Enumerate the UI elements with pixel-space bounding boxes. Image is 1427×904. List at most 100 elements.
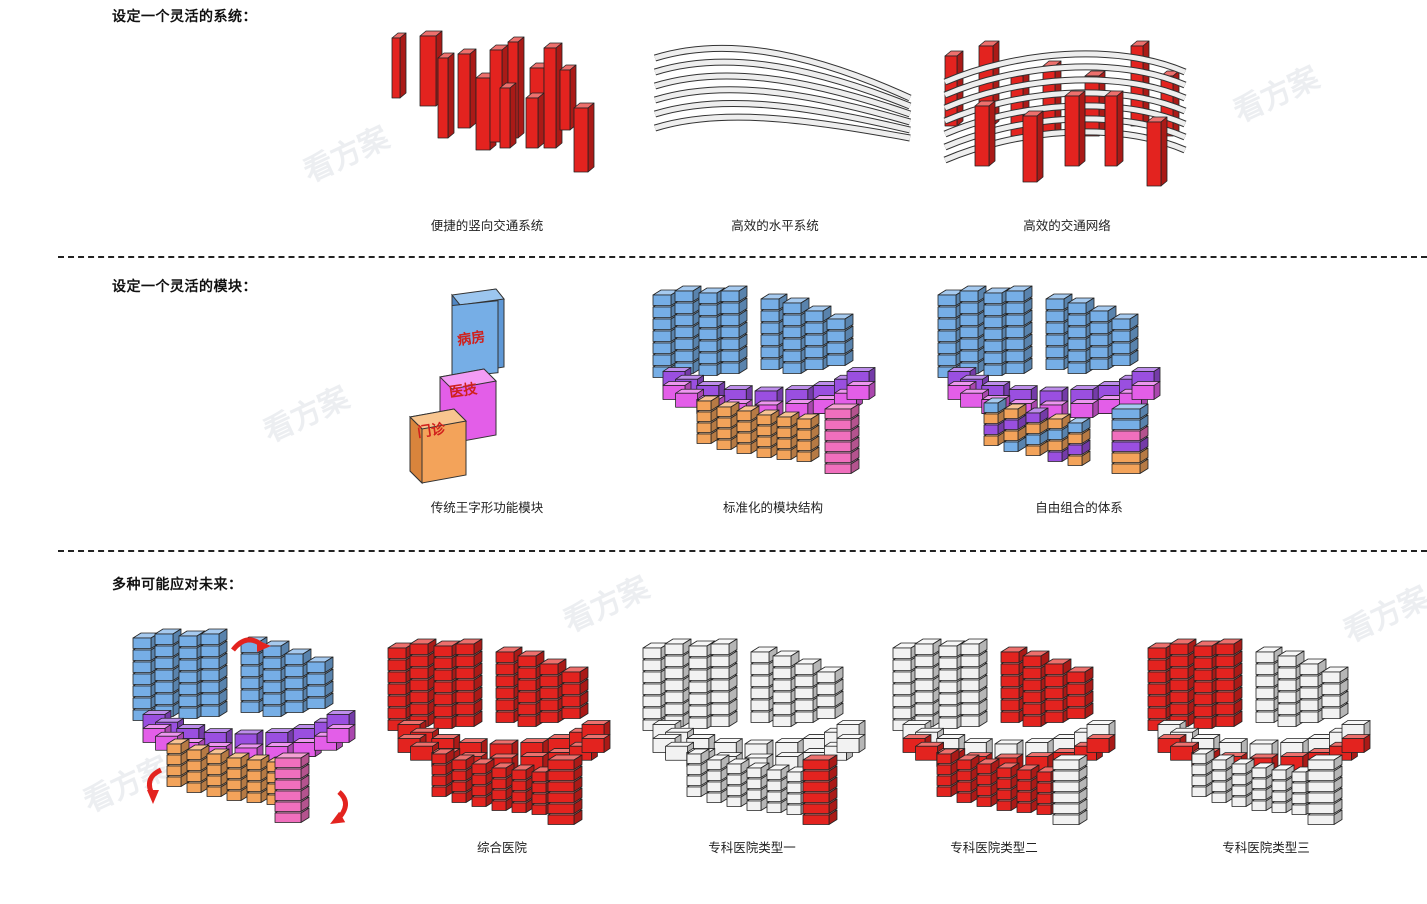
ward-module-front (387, 695, 407, 707)
ward-module-front (959, 338, 979, 350)
core-shaft-front (974, 105, 990, 167)
ward-module-front (1299, 699, 1319, 711)
outpatient-module-front (166, 743, 182, 754)
ward-module-front (710, 643, 730, 655)
ward-module-front (1147, 671, 1167, 683)
ward-module-front (698, 352, 718, 364)
ward-module-front (200, 669, 220, 681)
ward-module-front (200, 645, 220, 657)
outpatient-module-front (756, 414, 772, 425)
outpatient-module-front (186, 760, 202, 771)
ward-module-front (698, 328, 718, 340)
outpatient-module-front (936, 775, 952, 786)
ward-module-front (1277, 703, 1297, 715)
ward-module-front (200, 657, 220, 669)
ward-module-front (1321, 707, 1341, 719)
ward-module-front (306, 673, 326, 685)
side-module-front (547, 814, 575, 825)
side-module-front (547, 770, 575, 781)
core-shaft-side (1054, 60, 1062, 137)
side-module-front (1111, 408, 1141, 419)
ward-module-front (642, 671, 662, 683)
ward-module-front (154, 633, 174, 645)
core-shaft-side (399, 32, 407, 99)
ward-module-front (750, 651, 770, 663)
ward-module-front (772, 655, 792, 667)
ward-module-front (664, 643, 684, 655)
circulation-network-diagram (943, 40, 1187, 187)
ward-module-front (433, 705, 453, 717)
outpatient-module-front (1036, 804, 1052, 815)
ward-module-front (959, 314, 979, 326)
mixed-module-front (1025, 434, 1041, 445)
ward-module-front (688, 645, 708, 657)
outpatient-module-front (491, 778, 507, 789)
ward-module-front (132, 697, 152, 709)
outpatient-module-front (776, 449, 792, 460)
outpatient-module-front (786, 804, 802, 815)
ward-module-front (262, 705, 282, 717)
outpatient-module-front (1251, 800, 1267, 811)
outpatient-module-front (976, 763, 992, 774)
medtech-module-front (326, 728, 350, 743)
ward-module-front (983, 328, 1003, 340)
ward-module-front (688, 717, 708, 729)
outpatient-module-front (531, 793, 547, 804)
ward-module-front (959, 302, 979, 314)
ward-module-front (1277, 655, 1297, 667)
ward-module-front (652, 342, 672, 354)
ward-module-front (892, 707, 912, 719)
outpatient-module-front (1251, 789, 1267, 800)
ward-module-front (178, 647, 198, 659)
ward-module-front (240, 701, 260, 713)
core-shaft-front (1064, 95, 1080, 167)
outpatient-module-front (686, 775, 702, 786)
outpatient-module-front (766, 791, 782, 802)
ward-module-front (760, 322, 780, 334)
outpatient-module-front (736, 432, 752, 443)
ward-module-front (1277, 691, 1297, 703)
traditional-module-diagram: 病房 医技 门诊 (408, 288, 505, 485)
ward-module-front (938, 681, 958, 693)
ward-module-front (154, 657, 174, 669)
ward-module-front (782, 314, 802, 326)
outpatient-module-front (1231, 774, 1247, 785)
ward-module-front (200, 693, 220, 705)
medtech-module-front (665, 745, 688, 761)
section-title-module: 设定一个灵活的模块： (112, 279, 257, 295)
side-module-front (1307, 803, 1335, 814)
ward-module-front (1321, 683, 1341, 695)
ward-module-front (720, 338, 740, 350)
ward-module-front (495, 699, 515, 711)
ward-module-front (1215, 679, 1235, 691)
core-shaft-front (1146, 121, 1162, 187)
ward-module-front (772, 691, 792, 703)
ward-module-front (409, 703, 429, 715)
ward-module-front (794, 675, 814, 687)
ward-module-front (664, 679, 684, 691)
outpatient-module-front (976, 774, 992, 785)
side-module-front (547, 759, 575, 770)
mixed-module-front (1003, 419, 1019, 430)
ward-module-front (914, 691, 934, 703)
ward-module-front (892, 659, 912, 671)
ward-module-front (983, 340, 1003, 352)
ward-module-front (892, 647, 912, 659)
ward-module-front (1067, 314, 1087, 326)
ward-module-front (1022, 655, 1042, 667)
outpatient-module-front (1211, 781, 1227, 792)
outpatient-module-front (766, 780, 782, 791)
outpatient-module-front (706, 792, 722, 803)
ward-module-front (1277, 679, 1297, 691)
side-module-front (802, 803, 830, 814)
outpatient-module-front (531, 782, 547, 793)
outpatient-module-front (186, 749, 202, 760)
ward-module-front (983, 316, 1003, 328)
caption-general-hospital: 综合医院 (476, 840, 528, 855)
ward-module-front (1215, 703, 1235, 715)
ward-module-front (561, 707, 581, 719)
outpatient-module-front (166, 776, 182, 787)
side-module-front (824, 430, 852, 441)
outpatient-module-front (1016, 802, 1032, 813)
ward-module-front (664, 667, 684, 679)
